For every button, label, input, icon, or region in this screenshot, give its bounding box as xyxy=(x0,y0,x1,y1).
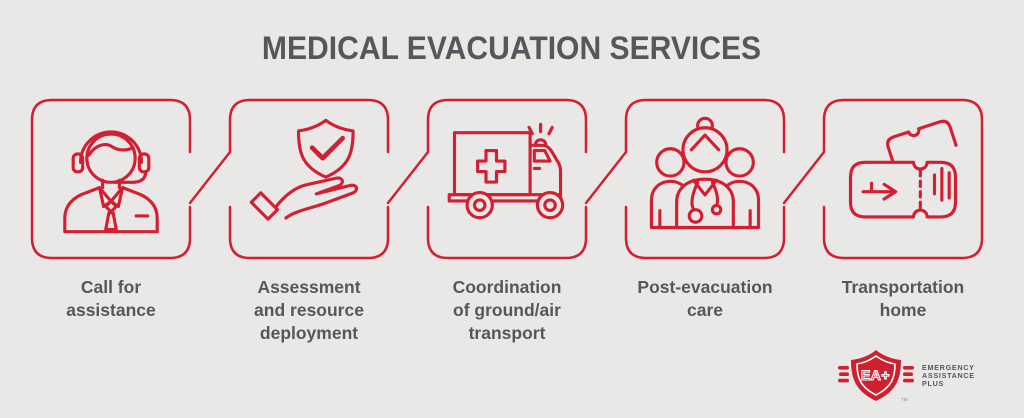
logo-shield-text: EA+ xyxy=(861,367,890,383)
logo-shield-inner-outline xyxy=(856,355,896,396)
ticket-icon xyxy=(848,119,958,219)
step-label-1: Call for assistance xyxy=(66,277,156,320)
service-box-1 xyxy=(30,98,192,260)
logo-word-line-1: EMERGENCY xyxy=(922,363,975,372)
logo-wing-bars xyxy=(838,366,914,383)
page-title: MEDICAL EVACUATION SERVICES xyxy=(262,30,762,66)
connector-line-1 xyxy=(188,150,232,205)
connector-line-4 xyxy=(782,150,826,205)
logo-word-line-2: ASSISTANCE xyxy=(922,371,975,380)
logo-wordmark: EMERGENCY ASSISTANCE PLUS xyxy=(922,363,975,388)
brand-logo: EA+ TM EMERGENCY ASSISTANCE PLUS xyxy=(838,350,975,402)
step-label-5: Transportation home xyxy=(841,277,965,320)
logo-trademark: TM xyxy=(901,397,908,402)
service-box-3 xyxy=(426,98,588,260)
care-team-icon xyxy=(649,116,761,230)
service-box-5 xyxy=(822,98,984,260)
logo-word-line-3: PLUS xyxy=(922,379,944,388)
service-box-4 xyxy=(624,98,786,260)
connector-line-2 xyxy=(386,150,430,205)
hand-shield-icon xyxy=(249,118,359,221)
call-agent-icon xyxy=(63,130,159,234)
step-label-3: Coordination of ground/air transport xyxy=(452,277,562,343)
connector-line-3 xyxy=(584,150,628,205)
service-box-2 xyxy=(228,98,390,260)
step-label-2: Assessment and resource deployment xyxy=(254,277,364,343)
ambulance-icon xyxy=(447,122,565,220)
step-label-4: Post-evacuation care xyxy=(637,277,773,320)
